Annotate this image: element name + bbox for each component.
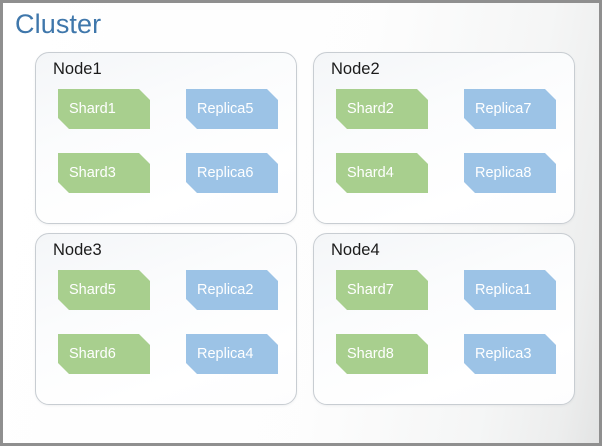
shard-label: Shard7 — [347, 282, 394, 298]
shard-label: Shard1 — [69, 101, 116, 117]
shard-label: Shard2 — [347, 101, 394, 117]
shard-shape[interactable]: Shard7 — [336, 270, 428, 310]
replica-label: Replica5 — [197, 101, 254, 117]
replica-shape[interactable]: Replica3 — [464, 334, 556, 374]
node-label: Node2 — [331, 60, 380, 78]
shard-shape[interactable]: Shard8 — [336, 334, 428, 374]
replica-label: Replica7 — [475, 101, 532, 117]
replica-shape[interactable]: Replica4 — [186, 334, 278, 374]
replica-shape[interactable]: Replica6 — [186, 153, 278, 193]
shard-shape[interactable]: Shard2 — [336, 89, 428, 129]
replica-shape[interactable]: Replica7 — [464, 89, 556, 129]
shard-shape[interactable]: Shard6 — [58, 334, 150, 374]
node-label: Node3 — [53, 241, 102, 259]
replica-label: Replica2 — [197, 282, 254, 298]
replica-shape[interactable]: Replica5 — [186, 89, 278, 129]
shard-shape[interactable]: Shard3 — [58, 153, 150, 193]
shard-label: Shard4 — [347, 165, 394, 181]
replica-shape[interactable]: Replica1 — [464, 270, 556, 310]
replica-label: Replica3 — [475, 346, 532, 362]
shard-label: Shard6 — [69, 346, 116, 362]
replica-shape[interactable]: Replica8 — [464, 153, 556, 193]
replica-label: Replica1 — [475, 282, 532, 298]
replica-shape[interactable]: Replica2 — [186, 270, 278, 310]
shard-shape[interactable]: Shard4 — [336, 153, 428, 193]
node-label: Node4 — [331, 241, 380, 259]
replica-label: Replica6 — [197, 165, 254, 181]
replica-label: Replica8 — [475, 165, 532, 181]
shard-label: Shard3 — [69, 165, 116, 181]
shard-label: Shard5 — [69, 282, 116, 298]
shard-shape[interactable]: Shard1 — [58, 89, 150, 129]
page-title: Cluster — [15, 9, 102, 39]
replica-label: Replica4 — [197, 346, 254, 362]
node-label: Node1 — [53, 60, 102, 78]
shard-shape[interactable]: Shard5 — [58, 270, 150, 310]
shard-label: Shard8 — [347, 346, 394, 362]
